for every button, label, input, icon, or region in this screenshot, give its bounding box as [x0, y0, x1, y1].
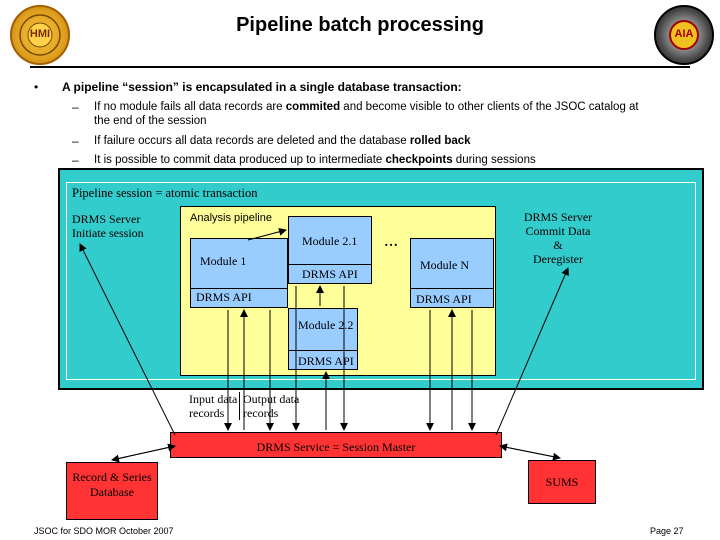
module-n-label: Module N — [420, 258, 469, 272]
records-divider — [239, 392, 240, 420]
sums-box — [528, 460, 596, 504]
module-2-1-box — [288, 216, 372, 284]
arrow-module1-to-21 — [247, 227, 287, 241]
module-2-2-box — [288, 308, 358, 370]
subpoint-3: It is possible to commit data produced u… — [94, 153, 654, 167]
module-1-api-box — [190, 288, 288, 308]
server-commit-line2: Commit Data — [525, 224, 591, 238]
arrow-database-to-master — [111, 443, 176, 461]
subpoint-text: during sessions — [452, 154, 536, 166]
subpoint-text: If no module fails all data records are — [94, 101, 286, 113]
module-2-1-label: Module 2.1 — [302, 234, 358, 248]
main-point: A pipeline “session” is encapsulated in … — [62, 80, 462, 94]
subpoint-dash: – — [72, 134, 79, 148]
module-n-box — [410, 238, 494, 308]
analysis-pipeline-label: Analysis pipeline — [190, 212, 272, 224]
subpoint-text: It is possible to commit data produced u… — [94, 154, 386, 166]
module-2-2-api: DRMS API — [298, 354, 354, 368]
session-master-label: DRMS Service = Session Master — [256, 440, 416, 454]
module-1-box — [190, 238, 288, 308]
input-records-line1: Input data — [189, 392, 238, 406]
arrow-master-to-initiate — [79, 243, 176, 436]
bullet-marker: • — [34, 80, 39, 94]
module-2-1-api-box — [288, 264, 372, 284]
database-line1: Record & Series — [72, 470, 152, 484]
module-1-label: Module 1 — [200, 254, 247, 268]
database-line2: Database — [90, 485, 134, 499]
module-2-2-label: Module 2.2 — [298, 318, 354, 332]
footer-left: JSOC for SDO MOR October 2007 — [34, 526, 174, 536]
session-label: Pipeline session = atomic transaction — [72, 186, 258, 200]
hmi-logo-graphic — [19, 14, 61, 56]
server-initiate-line2: Initiate session — [72, 226, 144, 240]
server-commit-line4: Deregister — [533, 252, 583, 266]
title-divider — [30, 66, 690, 68]
hmi-logo-text: HMI — [29, 28, 51, 40]
input-records-line2: records — [189, 406, 225, 420]
server-commit-line1: DRMS Server — [523, 210, 593, 224]
database-box — [66, 462, 158, 520]
hmi-logo: HMI — [10, 5, 70, 65]
subpoint-text: If failure occurs all data records are d… — [94, 135, 410, 147]
sums-label: SUMS — [545, 475, 579, 489]
aia-logo: AIA — [654, 5, 714, 65]
subpoint-dash: – — [72, 153, 79, 167]
aia-logo-graphic — [669, 20, 699, 50]
slide-title: Pipeline batch processing — [236, 14, 484, 36]
output-records-line2: records — [243, 406, 279, 420]
session-master-box — [170, 432, 502, 458]
module-1-api: DRMS API — [196, 290, 252, 304]
subpoint-dash: – — [72, 100, 79, 114]
subpoint-bold: rolled back — [409, 135, 471, 147]
module-2-1-api: DRMS API — [302, 267, 358, 281]
footer-right: Page 27 — [650, 526, 684, 536]
module-ellipsis: … — [384, 235, 398, 250]
subpoint-bold: checkpoints — [385, 154, 453, 166]
module-2-2-api-box — [288, 350, 358, 370]
subpoint-text: and become visible to other clients of t… — [94, 101, 639, 127]
server-initiate-line1: DRMS Server — [72, 212, 141, 226]
output-records-line1: Output data — [243, 392, 300, 406]
subpoint-1: If no module fails all data records are … — [94, 100, 654, 128]
subpoint-2: If failure occurs all data records are d… — [94, 134, 654, 148]
arrow-sums-to-master — [499, 443, 561, 459]
subpoint-bold: commited — [285, 101, 341, 113]
server-commit-line3: & — [553, 238, 563, 252]
pipeline-session-inner-border — [66, 182, 696, 380]
arrow-master-to-commit — [495, 267, 569, 436]
module-n-api-box — [410, 288, 494, 308]
module-n-api: DRMS API — [416, 292, 472, 306]
aia-logo-text: AIA — [674, 28, 694, 40]
